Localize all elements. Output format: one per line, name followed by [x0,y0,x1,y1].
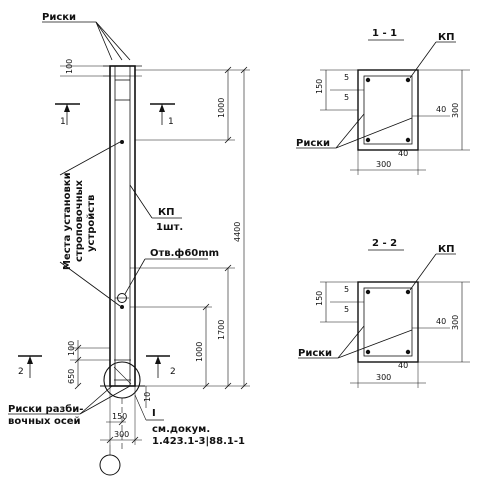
dim-11-300h: 300 [376,160,391,169]
section-11-title: 1 - 1 [372,28,397,39]
riski-top-label: Риски [42,12,76,23]
cut-1-left: 1 [60,117,66,127]
section-22-outline [357,281,419,363]
kp-label: КП [158,207,175,218]
column-outline [109,65,136,387]
section-11-outline [357,69,419,151]
cut-2-right: 2 [170,367,176,377]
riski-top-callout: Риски [42,12,131,61]
axis-bubble [99,454,121,476]
section-22-title: 2 - 2 [372,238,397,249]
main-dimensions: 100 1000 4400 1700 1000 100 [60,59,250,445]
mesta-line3: устройств [86,195,97,252]
dim-22-40: 40 [436,317,446,326]
dim-1000-lower: 1000 [195,342,204,362]
dim-10: 10 [143,392,152,402]
dim-11-150: 150 [315,79,324,94]
hole-callout: Отв.ф60mm [124,247,219,295]
pillar-elevation [99,65,145,476]
dim-150: 150 [112,412,127,421]
cut-2-left: 2 [18,367,24,377]
dim-11-5a: 5 [344,73,349,82]
kp-11-label: КП [438,32,455,43]
dim-1000-upper: 1000 [217,98,226,118]
dim-22-300v: 300 [451,315,460,330]
dim-650: 650 [67,369,76,384]
dim-22-300h: 300 [376,373,391,382]
lifting-device-lower [120,305,124,309]
cut-marker-1: 1 1 [55,103,175,127]
dim-11-300v: 300 [451,103,460,118]
axis-riski-callout: Риски разби- вочных осей [8,385,131,427]
dim-22-40b: 40 [398,361,408,370]
riski-axes-line1: Риски разби- [8,403,83,415]
riski-11-label: Риски [296,138,330,149]
see-doc-line2: 1.423.1-3|88.1-1 [152,436,245,447]
dim-4400: 4400 [233,222,242,242]
section-2-2: 2 - 2 КП Риски 150 5 5 300 40 40 300 [298,238,470,388]
lifting-device-upper [120,140,124,144]
lifting-devices-callout: Места установки строповочных устройств [59,141,121,307]
kp-qty-label: 1шт. [156,222,183,233]
dim-100-lower: 100 [67,341,76,356]
kp-callout: КП 1шт. [129,184,183,233]
dim-11-40: 40 [436,105,446,114]
riski-axes-line2: вочных осей [8,416,81,427]
dim-11-5b: 5 [344,93,349,102]
dim-top-100: 100 [65,59,74,74]
mesta-line2: строповочных [74,179,85,262]
dim-22-150: 150 [315,291,324,306]
dim-11-40b: 40 [398,149,408,158]
dim-22-5a: 5 [344,285,349,294]
cut-marker-2: 2 2 [18,355,176,378]
dim-22-5b: 5 [344,305,349,314]
kp-22-label: КП [438,244,455,255]
section-1-1: 1 - 1 КП Риски 150 5 5 300 40 40 [296,28,470,175]
see-doc-line1: см.докум. [152,424,210,435]
dim-1700: 1700 [217,320,226,340]
hole-label: Отв.ф60mm [150,247,219,259]
cut-1-right: 1 [168,117,174,127]
riski-22-label: Риски [298,348,332,359]
mesta-line1: Места установки [62,172,73,270]
node-reference: I см.докум. 1.423.1-3|88.1-1 [134,394,245,447]
node-number: I [152,408,156,419]
dim-300: 300 [114,430,129,439]
